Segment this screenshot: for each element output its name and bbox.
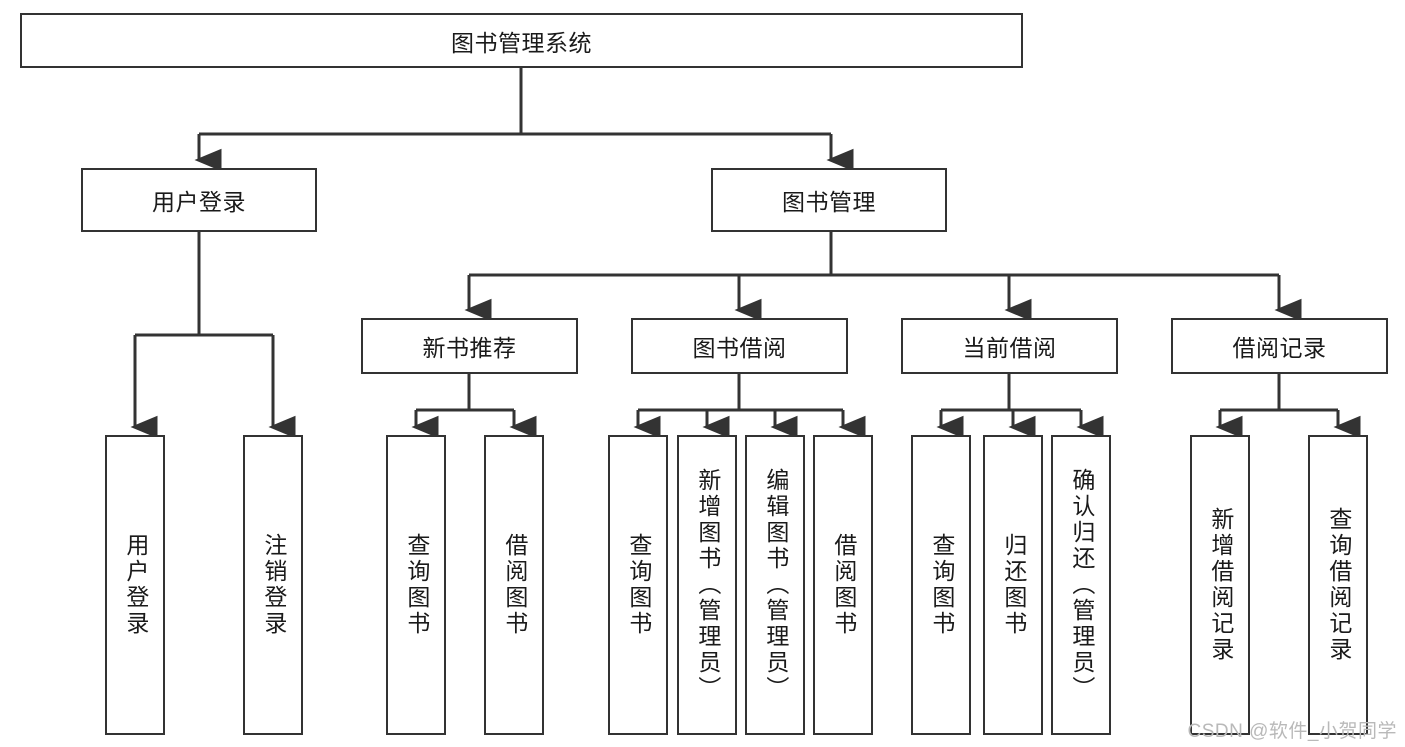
leaf-return-book-label: 归还图书	[1000, 533, 1027, 637]
leaf-add-borrow-record-label: 新增借阅记录	[1207, 507, 1234, 663]
leaf-query-book-recommend[interactable]: 查询图书	[386, 435, 446, 735]
node-current-borrow[interactable]: 当前借阅	[901, 318, 1118, 374]
node-new-book-recommend[interactable]: 新书推荐	[361, 318, 578, 374]
node-current-borrow-label: 当前借阅	[962, 335, 1057, 361]
leaf-logout-label: 注销登录	[260, 533, 287, 637]
leaf-query-borrow-record[interactable]: 查询借阅记录	[1308, 435, 1368, 735]
node-new-book-recommend-label: 新书推荐	[422, 335, 517, 361]
leaf-add-borrow-record[interactable]: 新增借阅记录	[1190, 435, 1250, 735]
leaf-logout[interactable]: 注销登录	[243, 435, 303, 735]
leaf-borrow-book-label: 借阅图书	[830, 533, 857, 637]
leaf-user-login-label: 用户登录	[122, 533, 149, 637]
node-book-management-label: 图书管理	[782, 189, 876, 215]
leaf-borrow-book-recommend[interactable]: 借阅图书	[484, 435, 544, 735]
leaf-add-book-admin-label: 新增图书（管理员）	[694, 468, 721, 702]
leaf-user-login[interactable]: 用户登录	[105, 435, 165, 735]
leaf-edit-book-admin[interactable]: 编辑图书（管理员）	[745, 435, 805, 735]
node-book-borrow-label: 图书借阅	[692, 335, 787, 361]
leaf-query-book-current-label: 查询图书	[928, 533, 955, 637]
leaf-query-book-recommend-label: 查询图书	[403, 533, 430, 637]
node-root[interactable]: 图书管理系统	[20, 13, 1023, 68]
leaf-query-book-borrow-label: 查询图书	[625, 533, 652, 637]
leaf-borrow-book[interactable]: 借阅图书	[813, 435, 873, 735]
node-user-login-label: 用户登录	[152, 189, 246, 215]
node-book-borrow[interactable]: 图书借阅	[631, 318, 848, 374]
leaf-add-book-admin[interactable]: 新增图书（管理员）	[677, 435, 737, 735]
node-borrow-record-label: 借阅记录	[1232, 335, 1327, 361]
node-user-login[interactable]: 用户登录	[81, 168, 317, 232]
leaf-borrow-book-recommend-label: 借阅图书	[501, 533, 528, 637]
leaf-confirm-return-admin-label: 确认归还（管理员）	[1068, 468, 1095, 702]
node-book-management[interactable]: 图书管理	[711, 168, 947, 232]
node-root-label: 图书管理系统	[451, 29, 592, 56]
leaf-query-borrow-record-label: 查询借阅记录	[1325, 507, 1352, 663]
leaf-return-book[interactable]: 归还图书	[983, 435, 1043, 735]
leaf-edit-book-admin-label: 编辑图书（管理员）	[762, 468, 789, 702]
leaf-query-book-borrow[interactable]: 查询图书	[608, 435, 668, 735]
leaf-query-book-current[interactable]: 查询图书	[911, 435, 971, 735]
leaf-confirm-return-admin[interactable]: 确认归还（管理员）	[1051, 435, 1111, 735]
node-borrow-record[interactable]: 借阅记录	[1171, 318, 1388, 374]
